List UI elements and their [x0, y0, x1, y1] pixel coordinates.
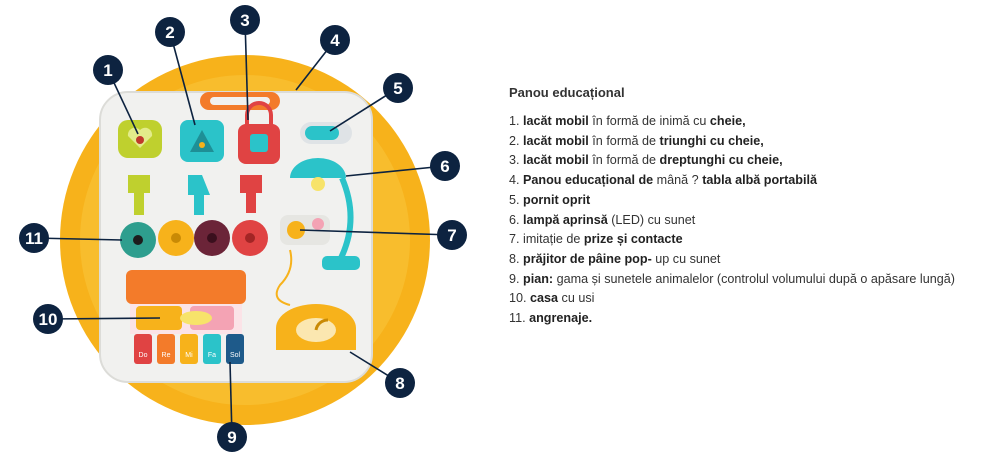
feature-text: în formă de [588, 133, 660, 148]
feature-text: cu usi [558, 291, 595, 306]
feature-text: cheie, [709, 114, 746, 128]
feature-text: (LED) cu sunet [607, 212, 696, 227]
feature-text: în formă de [588, 153, 660, 168]
svg-text:3: 3 [240, 11, 249, 30]
feature-text: prize și contacte [583, 232, 683, 247]
feature-text: lacăt mobil [523, 114, 589, 128]
callout-9: 9 [217, 422, 247, 452]
feature-description: Panou educațional 1. lacăt mobil în form… [509, 85, 979, 329]
feature-text: prăjitor de pâine pop- [523, 251, 652, 266]
svg-text:11: 11 [25, 229, 43, 248]
rectangle-padlock [238, 101, 280, 164]
callout-4: 4 [320, 25, 350, 55]
callout-2: 2 [155, 17, 185, 47]
rectangle-key [240, 175, 262, 213]
svg-text:9: 9 [227, 428, 236, 447]
on-off-switch [300, 122, 352, 144]
piano-key-label: Re [162, 352, 171, 359]
feature-text: pian: [523, 271, 554, 286]
feature-text: casa [530, 291, 559, 306]
piano-key-label: Fa [208, 352, 216, 359]
feature-number: 2. [509, 133, 524, 148]
triangle-key [188, 175, 210, 215]
piano: Do Re Mi Fa Sol [134, 334, 244, 364]
feature-item: 10. casa cu usi [509, 289, 979, 309]
feature-text: tabla albă portabilă [702, 173, 817, 188]
feature-item: 6. lampă aprinsă (LED) cu sunet [509, 211, 979, 231]
feature-item: 11. angrenaje. [509, 309, 979, 329]
feature-text: dreptunghi cu cheie, [659, 153, 783, 168]
feature-number: 1. [509, 114, 524, 128]
feature-text: lacăt mobil [523, 133, 589, 148]
feature-text: lampă aprinsă [523, 212, 608, 227]
svg-text:7: 7 [447, 226, 456, 245]
callout-7: 7 [437, 220, 467, 250]
svg-text:6: 6 [440, 157, 449, 176]
feature-item: 7. imitație de prize și contacte [509, 230, 979, 250]
feature-number: 4. [509, 173, 524, 188]
feature-text: imitație de [523, 232, 584, 247]
svg-text:5: 5 [393, 79, 402, 98]
house [126, 270, 246, 334]
feature-text: angrenaje. [529, 311, 593, 326]
svg-text:10: 10 [39, 310, 58, 329]
feature-number: 7. [509, 232, 524, 247]
feature-item: 4. Panou educațional de mână ? tabla alb… [509, 171, 979, 191]
feature-number: 11. [509, 311, 530, 326]
heart-key [128, 175, 150, 215]
section-heading: Panou educațional [509, 85, 625, 100]
feature-text: mână ? [653, 173, 703, 188]
gears [120, 220, 268, 258]
feature-item: 8. prăjitor de pâine pop- up cu sunet [509, 250, 979, 270]
piano-key-label: Do [139, 352, 148, 359]
callout-11: 11 [19, 223, 49, 253]
feature-number: 9. [509, 271, 524, 286]
feature-number: 8. [509, 251, 524, 266]
piano-key-label: Mi [185, 352, 193, 359]
callout-5: 5 [383, 73, 413, 103]
feature-item: 1. lacăt mobil în formă de inimă cu chei… [509, 112, 979, 132]
callout-6: 6 [430, 151, 460, 181]
heart-padlock [118, 120, 162, 158]
svg-text:1: 1 [103, 61, 112, 80]
callout-8: 8 [385, 368, 415, 398]
svg-text:2: 2 [165, 23, 174, 42]
feature-number: 10. [509, 291, 531, 306]
feature-text: triunghi cu cheie, [659, 133, 764, 148]
callout-3: 3 [230, 5, 260, 35]
toaster [275, 249, 356, 350]
callout-10: 10 [33, 304, 63, 334]
feature-text: lacăt mobil [523, 153, 589, 168]
feature-text: gama și sunetele animalelor (controlul v… [553, 271, 955, 286]
feature-number: 5. [509, 192, 524, 207]
feature-item: 9. pian: gama și sunetele animalelor (co… [509, 270, 979, 290]
feature-number: 6. [509, 212, 524, 227]
callout-1: 1 [93, 55, 123, 85]
feature-number: 3. [509, 153, 524, 168]
svg-text:4: 4 [330, 31, 340, 50]
feature-item: 2. lacăt mobil în formă de triunghi cu c… [509, 132, 979, 152]
feature-item: 5. pornit oprit [509, 191, 979, 211]
piano-key-label: Sol [230, 352, 241, 359]
lamp [290, 158, 360, 270]
feature-text: pornit oprit [523, 192, 591, 207]
feature-text: up cu sunet [651, 251, 721, 266]
feature-item: 3. lacăt mobil în formă de dreptunghi cu… [509, 151, 979, 171]
svg-text:8: 8 [395, 374, 404, 393]
feature-list: 1. lacăt mobil în formă de inimă cu chei… [509, 112, 979, 329]
triangle-padlock [180, 120, 224, 162]
feature-text: în formă de inimă cu [588, 114, 710, 128]
product-illustration: Do Re Mi Fa Sol 1 2 3 4 5 6 7 8 9 10 11 [19, 5, 467, 452]
feature-text: Panou educațional de [523, 173, 654, 188]
